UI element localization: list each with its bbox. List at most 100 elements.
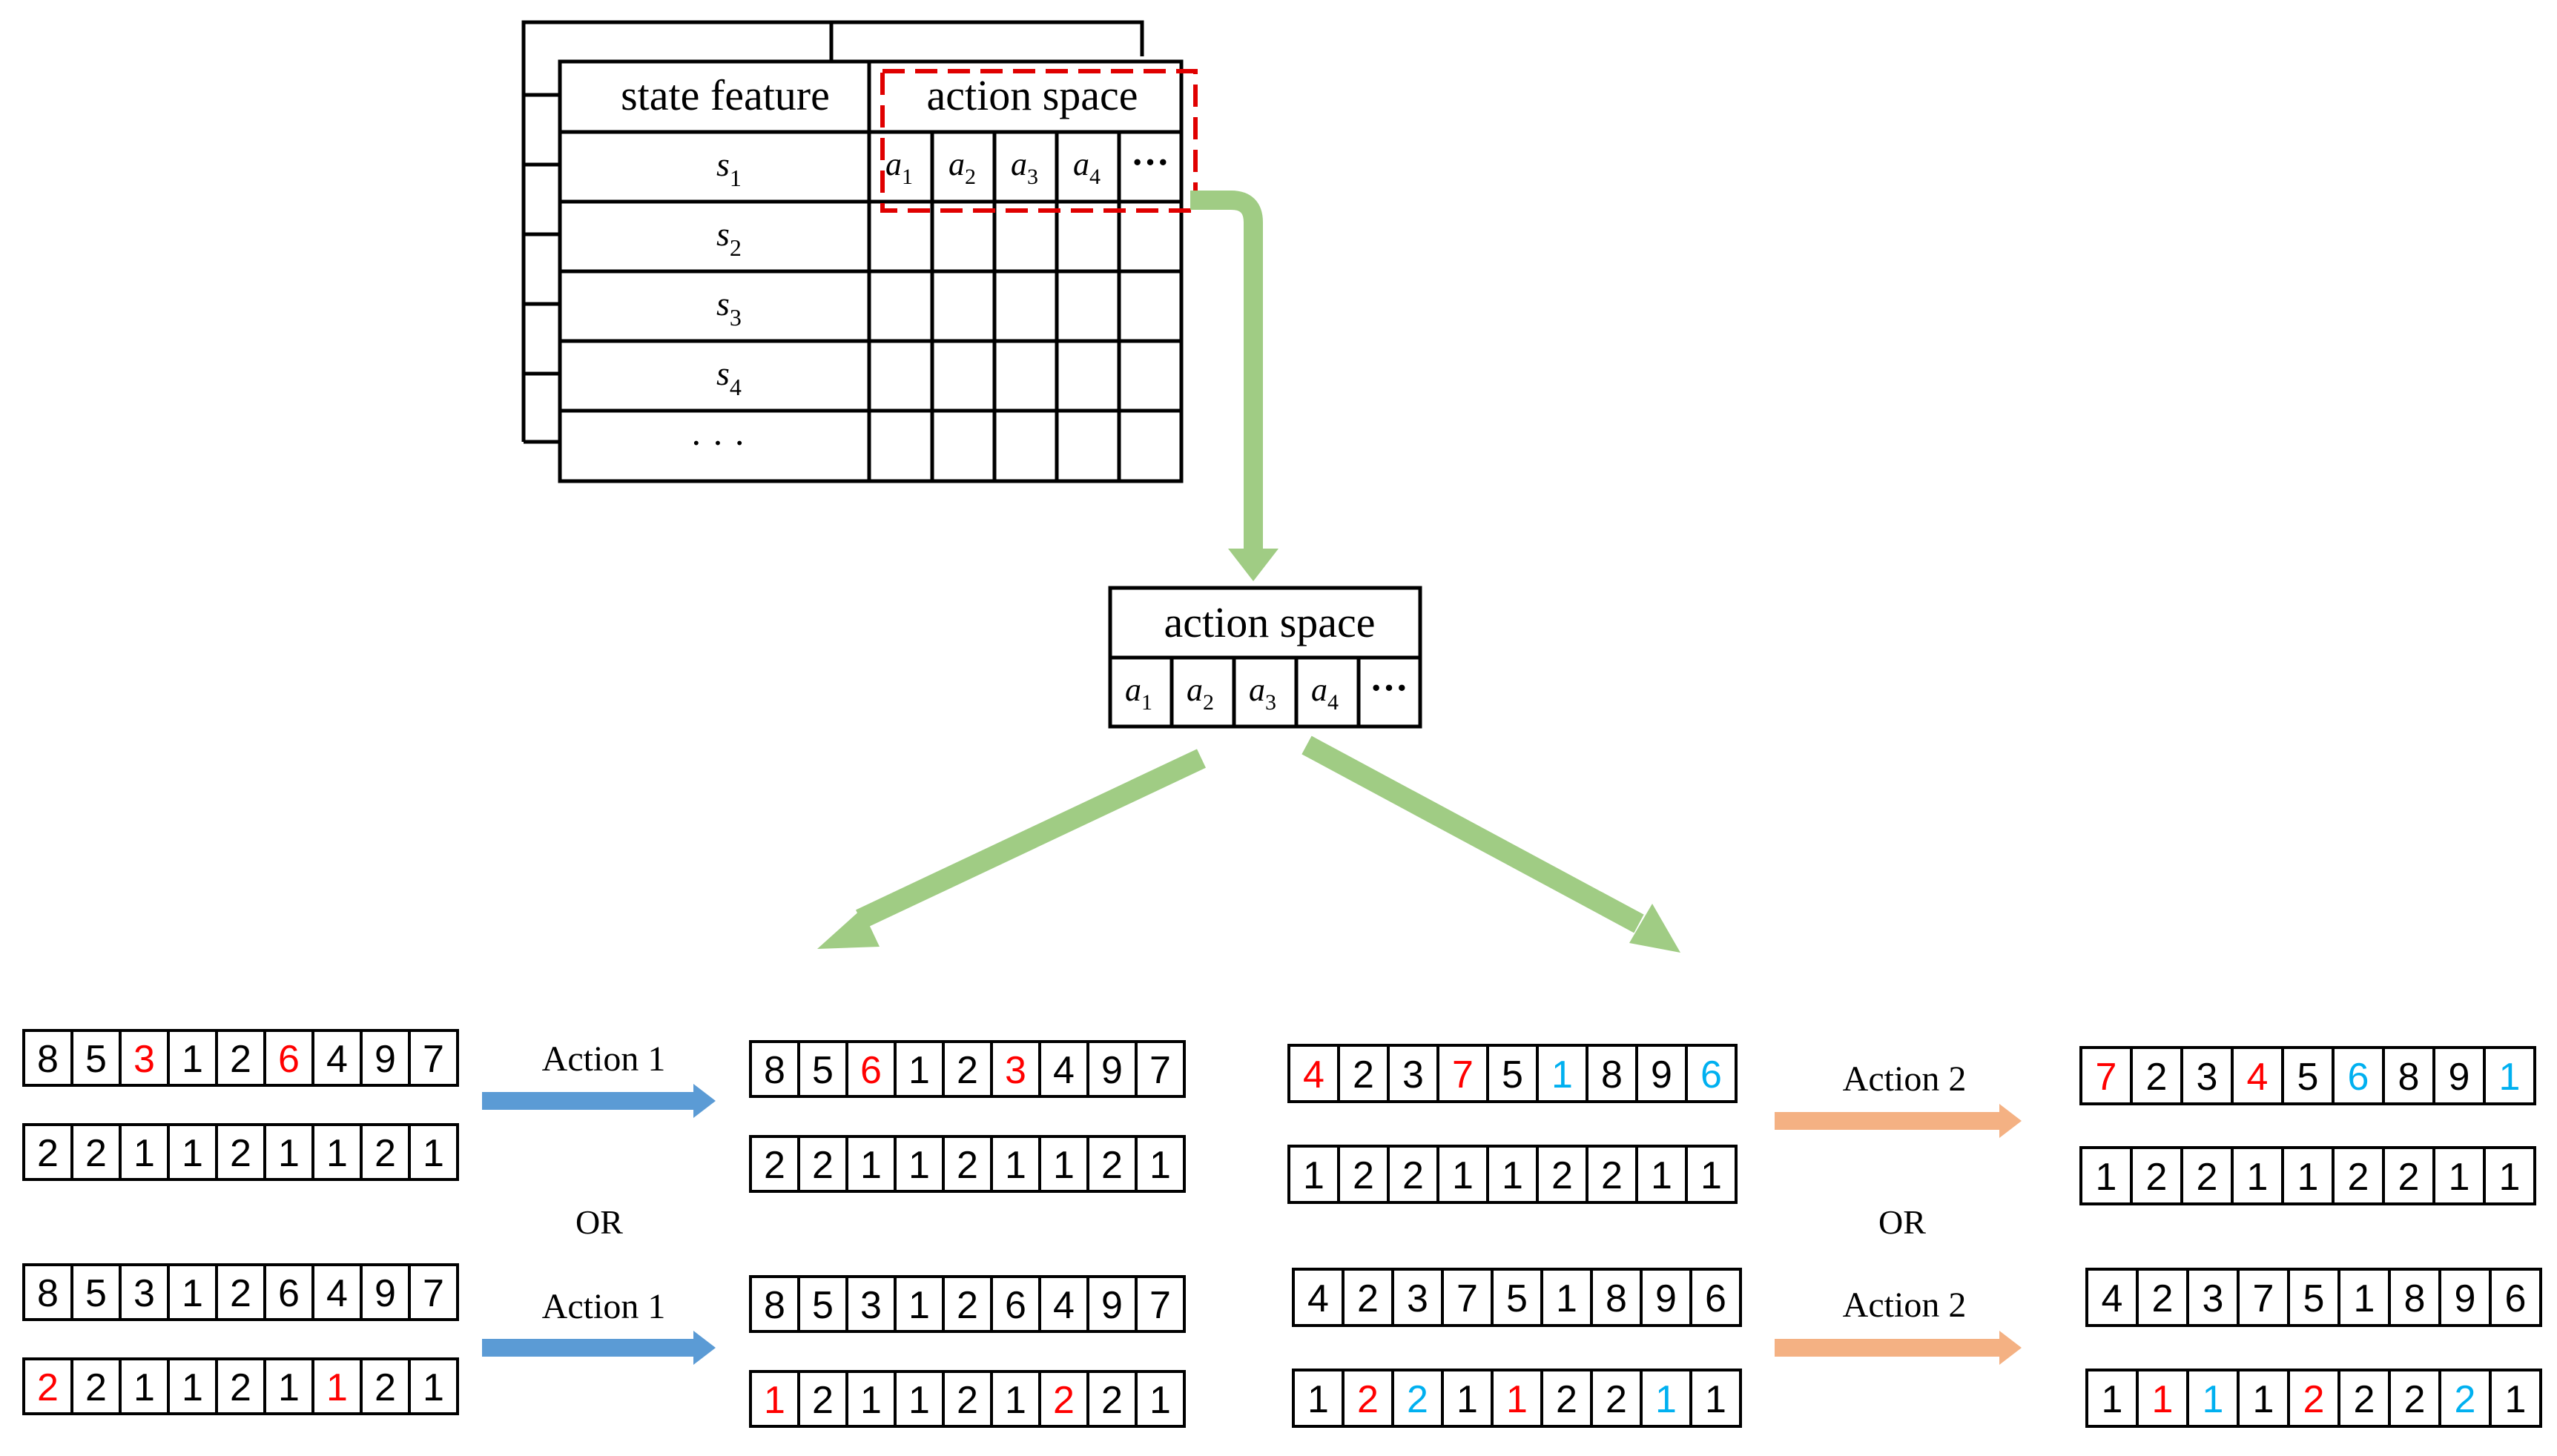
sequence-cell xyxy=(2388,1369,2441,1428)
sequence-cell-value: 2 xyxy=(1601,1154,1623,1197)
sequence-cell xyxy=(70,1029,122,1087)
sequence-cell xyxy=(894,1370,945,1428)
sequence-cell-value: 1 xyxy=(1655,1378,1677,1421)
sequence-cell-value: 1 xyxy=(182,1132,203,1175)
sequence-cell xyxy=(2489,1369,2542,1428)
sequence-cell-value: 2 xyxy=(2455,1378,2476,1421)
green-arrow-down xyxy=(1190,191,1278,581)
table-action-label-3: a3 xyxy=(1011,146,1038,189)
sequence-cell-value: 1 xyxy=(326,1132,348,1175)
sequence-cell-value: 2 xyxy=(230,1038,251,1081)
sequence-cell-value: 1 xyxy=(1506,1378,1528,1421)
sequence-cell xyxy=(1540,1268,1593,1327)
sequence-cell xyxy=(311,1357,363,1415)
sequence-cell-value: 2 xyxy=(37,1366,59,1409)
sequence-cell xyxy=(215,1029,266,1087)
sequence-cell-value: 4 xyxy=(2102,1277,2123,1320)
green-arrow-left xyxy=(817,749,1206,949)
sequence-cell-value: 3 xyxy=(1407,1277,1428,1320)
sequence-cell xyxy=(797,1040,848,1098)
action2-label-bottom: Action 2 xyxy=(1843,1285,1967,1325)
sequence-cell xyxy=(263,1263,314,1321)
sequence-cell-value: 7 xyxy=(2253,1277,2274,1320)
sequence-cell-value: 2 xyxy=(230,1132,251,1175)
green-arrow-right xyxy=(1301,735,1680,953)
sequence-cell-value: 1 xyxy=(860,1379,882,1422)
sequence-cell-value: 2 xyxy=(764,1144,785,1187)
sequence-cell-value: 1 xyxy=(2354,1277,2375,1320)
sequence-cell xyxy=(70,1357,122,1415)
sequence-cell-value: 9 xyxy=(1655,1277,1677,1320)
sequence-cell-value: 3 xyxy=(1005,1049,1026,1092)
sequence-cell-value: 8 xyxy=(37,1272,59,1315)
sequence-cell xyxy=(1038,1040,1089,1098)
sequence-cell-value: 2 xyxy=(2404,1378,2426,1421)
sequence-cell xyxy=(1342,1369,1394,1428)
sequence-cell-value: 4 xyxy=(1053,1049,1075,1092)
sequence-cell-value: 8 xyxy=(764,1049,785,1092)
sequence-cell xyxy=(1135,1370,1186,1428)
sequence-cell-value: 8 xyxy=(1601,1053,1623,1096)
sequence-cell xyxy=(1689,1268,1742,1327)
sequence-cell-value: 7 xyxy=(423,1272,444,1315)
sequence-cell xyxy=(1387,1145,1439,1204)
sequence-cell-value: 2 xyxy=(1556,1378,1577,1421)
sequence-cell-value: 1 xyxy=(2102,1378,2123,1421)
sequence-cell-value: 1 xyxy=(2449,1156,2470,1199)
sequence-cell-value: 8 xyxy=(37,1038,59,1081)
sequence-cell xyxy=(119,1123,170,1181)
sequence-cell-value: 5 xyxy=(2303,1277,2325,1320)
sequence-cell-value: 1 xyxy=(182,1038,203,1081)
sequence-cell xyxy=(1135,1040,1186,1098)
sequence-cell-value: 2 xyxy=(1357,1277,1379,1320)
sequence-cell xyxy=(2382,1046,2435,1105)
sequence-cell-value: 8 xyxy=(764,1284,785,1327)
sequence-cell-value: 1 xyxy=(2203,1378,2224,1421)
state-feature-header: state feature xyxy=(621,71,830,119)
action-space-header: action space xyxy=(926,71,1138,119)
table-action-label-1: a1 xyxy=(885,146,913,189)
sequence-cell-value: 6 xyxy=(2348,1056,2369,1099)
blue-arrow-top xyxy=(482,1084,716,1118)
box-action-label-1: a1 xyxy=(1125,672,1152,715)
sequence-cell-value: 1 xyxy=(133,1366,155,1409)
sequence-cell-value: 1 xyxy=(1307,1378,1329,1421)
sequence-cell xyxy=(408,1029,459,1087)
sequence-cell xyxy=(2130,1146,2183,1205)
blue-arrow-bottom xyxy=(482,1331,716,1365)
sequence-cell-value: 2 xyxy=(812,1379,834,1422)
sequence-cell xyxy=(2483,1146,2536,1205)
sequence-cell-value: 2 xyxy=(2398,1156,2420,1199)
sequence-cell xyxy=(2432,1046,2486,1105)
sequence-cell xyxy=(2085,1369,2139,1428)
sequence-cell xyxy=(408,1357,459,1415)
sequence-cell-value: 9 xyxy=(1101,1049,1123,1092)
sequence-cell xyxy=(2337,1268,2391,1327)
sequence-cell-value: 2 xyxy=(1402,1154,1424,1197)
sequence-cell-value: 1 xyxy=(1502,1154,1523,1197)
sequence-cell xyxy=(360,1029,411,1087)
state-label-more: · · · xyxy=(690,422,746,463)
sequence-cell-value: 7 xyxy=(2096,1056,2117,1099)
sequence-cell xyxy=(1337,1044,1390,1103)
sequence-cell xyxy=(22,1123,73,1181)
sequence-cell-value: 2 xyxy=(957,1049,978,1092)
sequence-cell-value: 1 xyxy=(278,1132,300,1175)
sequence-cell xyxy=(1536,1145,1588,1204)
sequence-cell xyxy=(408,1263,459,1321)
sequence-cell-value: 2 xyxy=(1551,1154,1573,1197)
sequence-cell-value: 2 xyxy=(2152,1277,2174,1320)
sequence-cell-value: 5 xyxy=(1506,1277,1528,1320)
sequence-cell-value: 4 xyxy=(1307,1277,1329,1320)
sequence-cell-value: 7 xyxy=(423,1038,444,1081)
table-action-label-2: a2 xyxy=(948,146,976,189)
sequence-cell-value: 9 xyxy=(375,1038,396,1081)
orange-arrow-top xyxy=(1775,1104,2022,1138)
sequence-cell-value: 5 xyxy=(85,1272,107,1315)
sequence-cell-value: 1 xyxy=(860,1144,882,1187)
sequence-cell xyxy=(2130,1046,2183,1105)
